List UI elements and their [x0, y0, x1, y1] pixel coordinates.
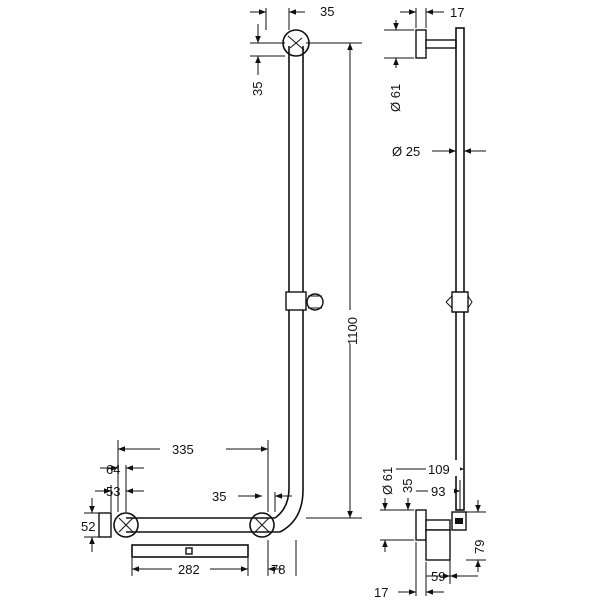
- vertical-bar: [274, 46, 290, 519]
- dim-height: 1100: [345, 317, 360, 345]
- dim-shelf-end: 78: [271, 562, 285, 577]
- side-slider: [451, 291, 469, 313]
- shower-slider: [285, 291, 307, 311]
- side-bar: [455, 27, 465, 511]
- slider-knob: [306, 293, 324, 311]
- dim-corner-offset: 35: [212, 489, 226, 504]
- bottom-bracket-plate: [415, 509, 427, 541]
- dim-horizontal-length: 335: [172, 442, 194, 457]
- dim-shelf-length: 282: [178, 562, 200, 577]
- dim-top-diameter: Ø 61: [388, 84, 403, 112]
- horizontal-bar: [126, 517, 280, 533]
- dim-top-offset-v: 35: [250, 82, 265, 96]
- dim-base-59: 59: [431, 569, 445, 584]
- side-view: 17 Ø 61 Ø 25 109 93 Ø 61 35 79 59: [374, 5, 487, 600]
- corner-flange: [249, 512, 275, 538]
- front-view: 35 35 1100 335 64 53 52 35: [81, 4, 362, 577]
- dim-bar-diameter: Ø 25: [392, 144, 420, 159]
- dim-depth-109: 109: [428, 462, 450, 477]
- dim-depth-93: 93: [431, 484, 445, 499]
- shelf-side: [425, 529, 451, 561]
- dim-top-offset-h: 35: [320, 4, 334, 19]
- dim-bottom-diameter: Ø 61: [380, 467, 395, 495]
- dim-bottom-offset: 35: [400, 479, 415, 493]
- dim-flange-offset: 64: [106, 462, 120, 477]
- left-flange-plate: [98, 512, 112, 538]
- left-flange: [113, 512, 139, 538]
- top-bracket-plate: [415, 29, 427, 59]
- dim-top-depth: 17: [450, 5, 464, 20]
- dim-bottom-depth: 17: [374, 585, 388, 600]
- shelf: [131, 544, 249, 558]
- dim-flange-inner: 53: [106, 484, 120, 499]
- dim-flange-height: 52: [81, 519, 95, 534]
- dim-height-79: 79: [472, 540, 487, 554]
